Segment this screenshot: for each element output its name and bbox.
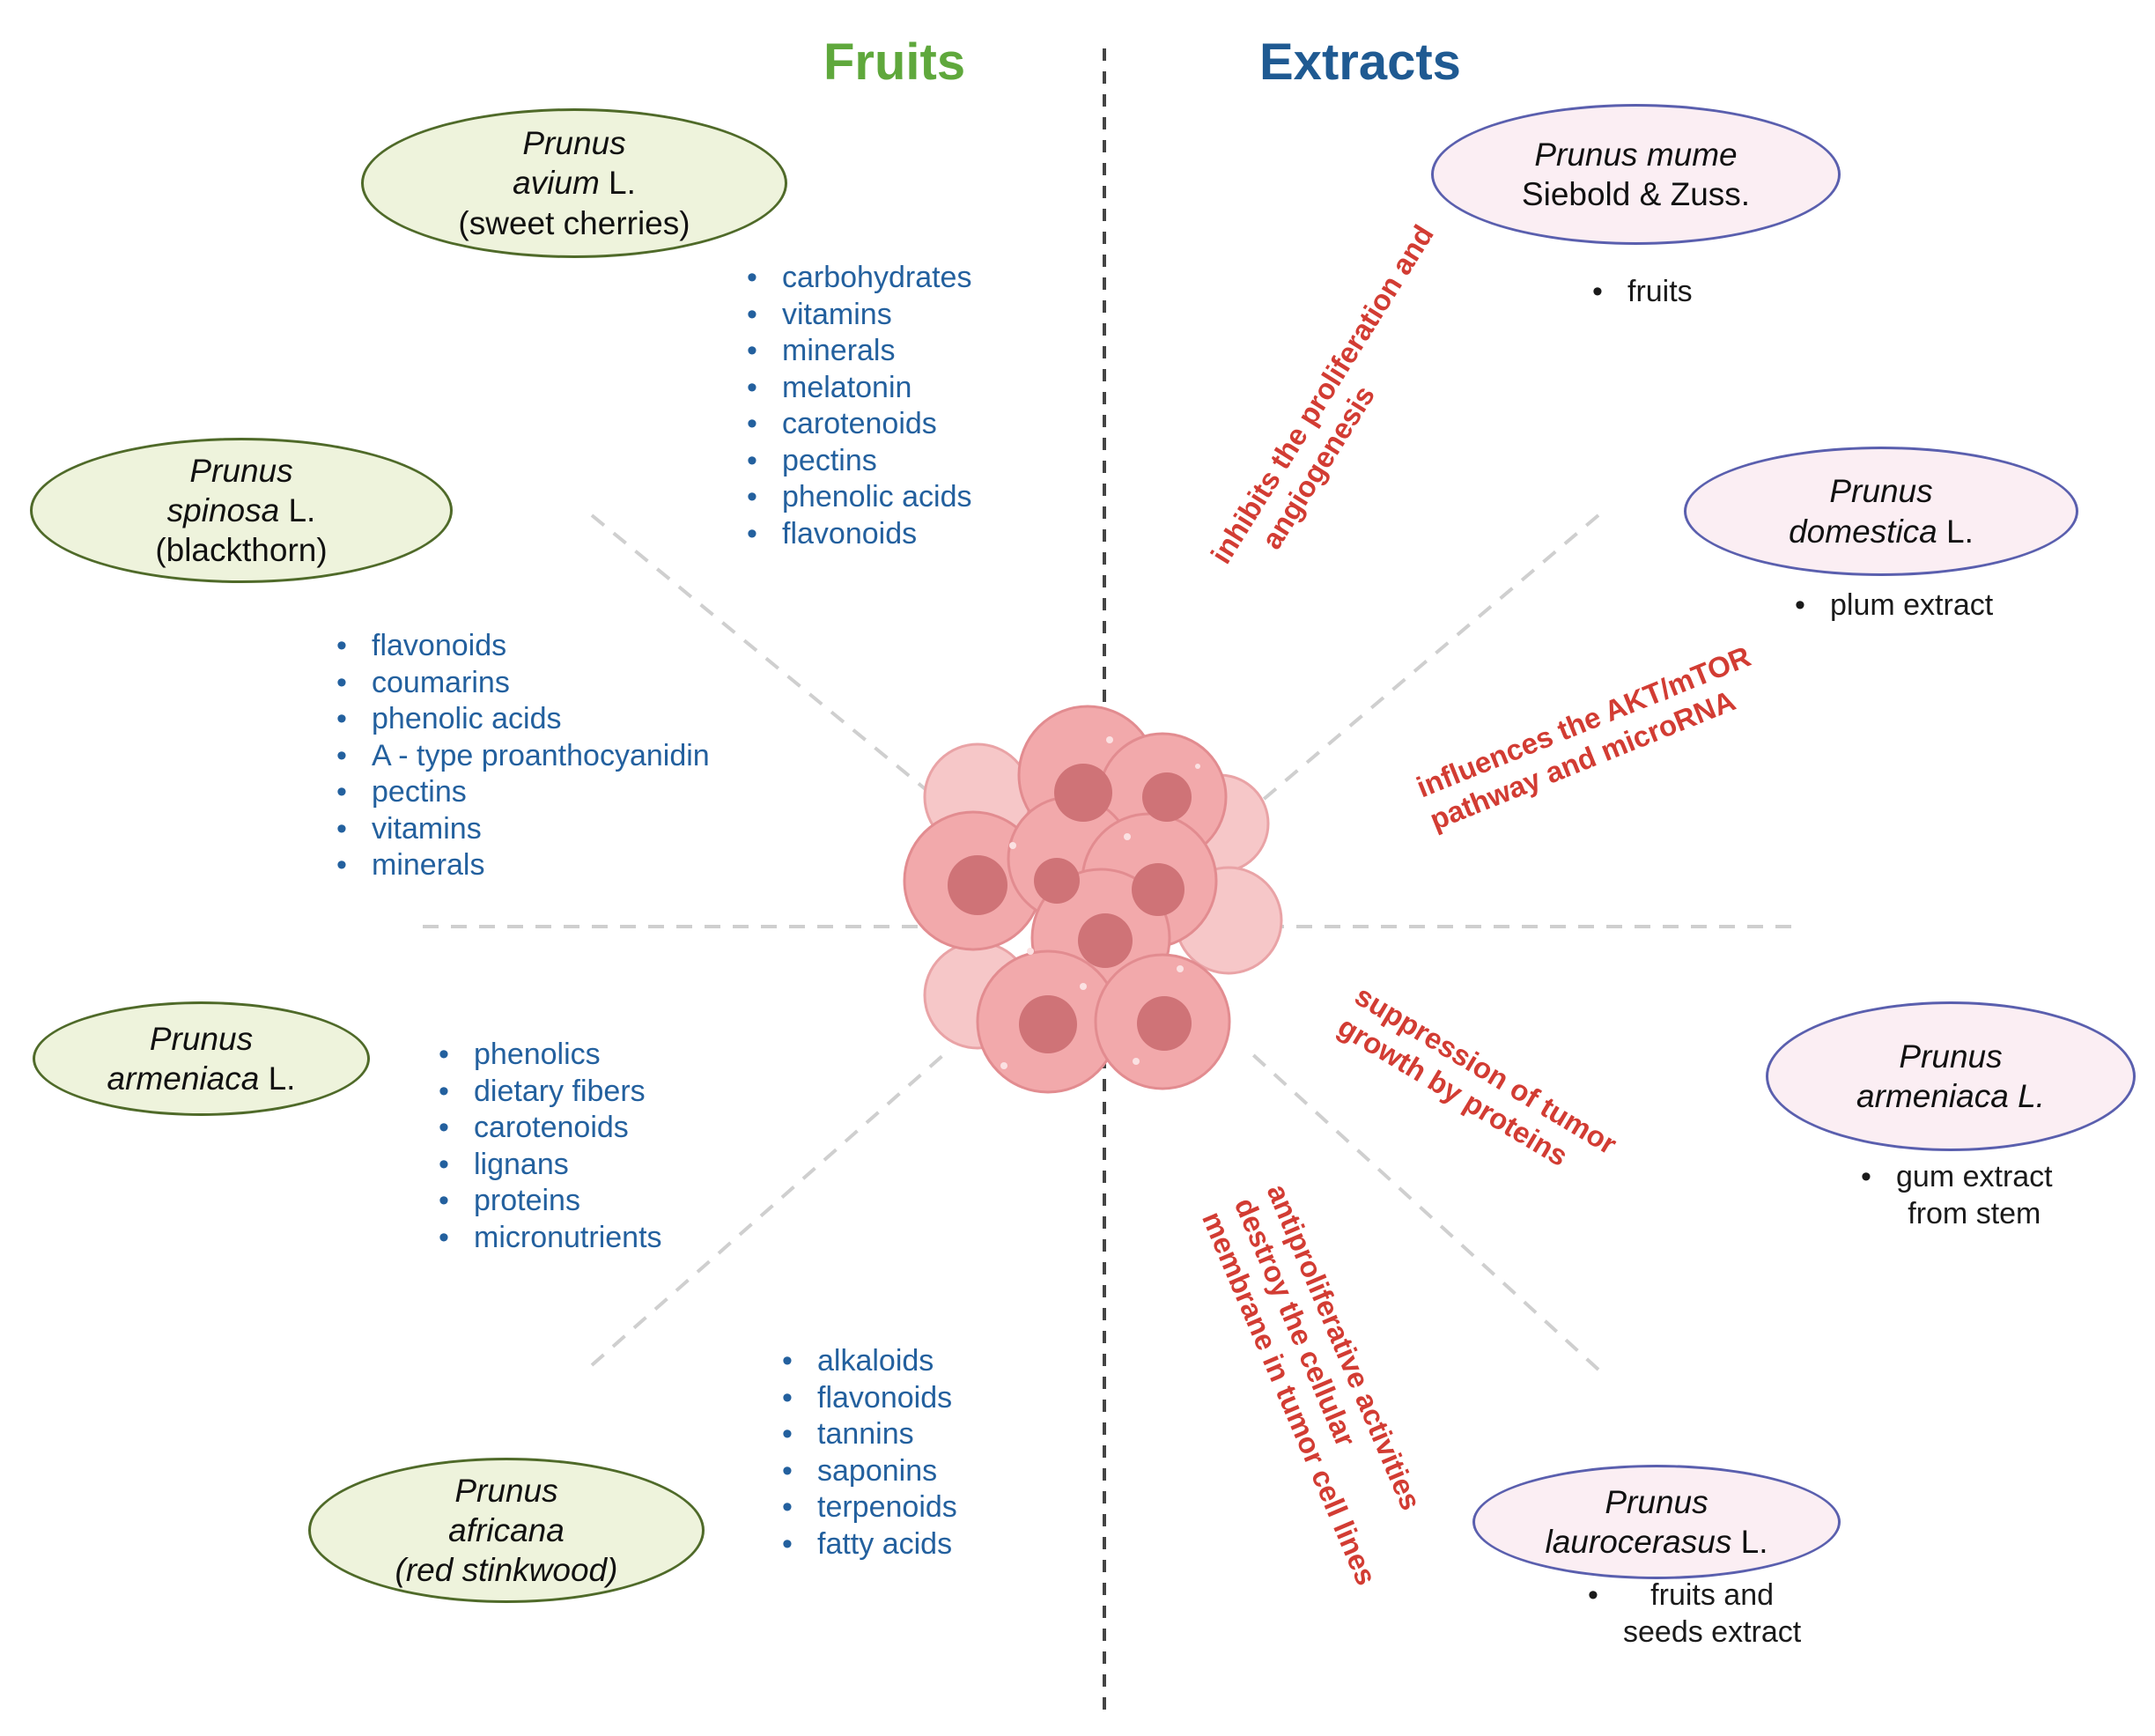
extract-oval-prunus-domestica: Prunus domestica L. [1684,447,2078,576]
list-item: fatty acids [782,1526,957,1563]
list-item: micronutrients [439,1220,662,1257]
species-suffix: L. [1937,513,1974,550]
list-item: lignans [439,1147,662,1184]
tumor-cell-cluster [903,705,1283,1094]
species-name: Prunus [1605,1483,1709,1520]
species-name: armeniaca L. [1856,1078,2045,1114]
list-item: carotenoids [439,1110,662,1147]
list-item: tannins [782,1416,957,1453]
species-name: Prunus [454,1472,558,1509]
compound-list-prunus-avium: carbohydrates vitamins minerals melatoni… [747,260,971,552]
species-name: Prunus [189,452,293,489]
species-name: Prunus [1899,1038,2003,1075]
extract-items-prunus-armeniaca: gum extract from stem [1861,1159,2053,1232]
species-suffix: L. [259,1060,296,1097]
extract-oval-prunus-laurocerasus: Prunus laurocerasus L. [1472,1465,1841,1579]
list-item: phenolic acids [747,479,971,516]
fruit-oval-prunus-spinosa: Prunus spinosa L. (blackthorn) [30,438,453,583]
list-item: phenolic acids [336,701,710,738]
list-item: pectins [336,774,710,811]
fruits-heading: Fruits [823,33,966,91]
species-name: armeniaca [107,1060,260,1097]
list-item: carbohydrates [747,260,971,297]
extract-oval-prunus-armeniaca: Prunus armeniaca L. [1766,1001,2136,1151]
fruit-oval-prunus-avium: Prunus avium L. (sweet cherries) [361,108,787,258]
list-item: flavonoids [747,516,971,553]
extracts-heading: Extracts [1259,33,1461,91]
species-name: Prunus [1829,473,1933,510]
species-name: Prunus [149,1020,254,1057]
list-item: flavonoids [336,628,710,665]
extract-items-prunus-domestica: plum extract [1795,587,1993,624]
common-name: (blackthorn) [155,532,328,569]
list-item: pectins [747,443,971,480]
list-item: minerals [336,847,710,884]
fruit-oval-prunus-africana: Prunus africana (red stinkwood) [308,1458,705,1603]
list-item: carotenoids [747,406,971,443]
species-suffix: L. [599,165,636,202]
spoke-lower-right [1249,1051,1600,1371]
list-item: coumarins [336,665,710,702]
species-name: Prunus mume [1534,136,1738,173]
spoke-upper-right [1249,513,1600,812]
list-item: A - type proanthocyanidin [336,738,710,775]
list-item: dietary fibers [439,1074,662,1111]
species-authority: Siebold & Zuss. [1521,176,1751,212]
list-item: fruits [1592,274,1693,311]
list-item: alkaloids [782,1343,957,1380]
list-item: minerals [747,333,971,370]
compound-list-prunus-spinosa: flavonoids coumarins phenolic acids A - … [336,628,710,884]
list-item: terpenoids [782,1489,957,1526]
spoke-upper-left [590,513,953,812]
extract-oval-prunus-mume: Prunus mume Siebold & Zuss. [1431,104,1841,245]
list-item: saponins [782,1453,957,1490]
list-item: vitamins [747,297,971,334]
list-item: gum extract from stem [1861,1159,2053,1232]
common-name: (red stinkwood) [395,1552,618,1589]
fruit-oval-prunus-armeniaca: Prunus armeniaca L. [33,1001,370,1116]
list-item: melatonin [747,370,971,407]
list-item: proteins [439,1183,662,1220]
list-item: flavonoids [782,1380,957,1417]
species-name: Prunus [522,125,626,162]
compound-list-prunus-africana: alkaloids flavonoids tannins saponins te… [782,1343,957,1562]
list-item: vitamins [336,811,710,848]
species-suffix: L. [1731,1524,1768,1560]
common-name: (sweet cherries) [458,204,690,241]
species-name: laurocerasus [1545,1524,1732,1560]
species-name: domestica [1789,513,1937,550]
spoke-lower-left [590,1046,953,1367]
list-item: fruits and seeds extract [1588,1577,1801,1651]
compound-list-prunus-armeniaca: phenolics dietary fibers carotenoids lig… [439,1037,662,1256]
list-item: plum extract [1795,587,1993,624]
species-suffix: L. [279,491,316,528]
list-item: phenolics [439,1037,662,1074]
extract-items-prunus-mume: fruits [1592,274,1693,311]
extract-items-prunus-laurocerasus: fruits and seeds extract [1588,1577,1801,1651]
species-name: spinosa [166,491,280,528]
species-name: africana [448,1511,565,1548]
species-name: avium [513,165,600,202]
